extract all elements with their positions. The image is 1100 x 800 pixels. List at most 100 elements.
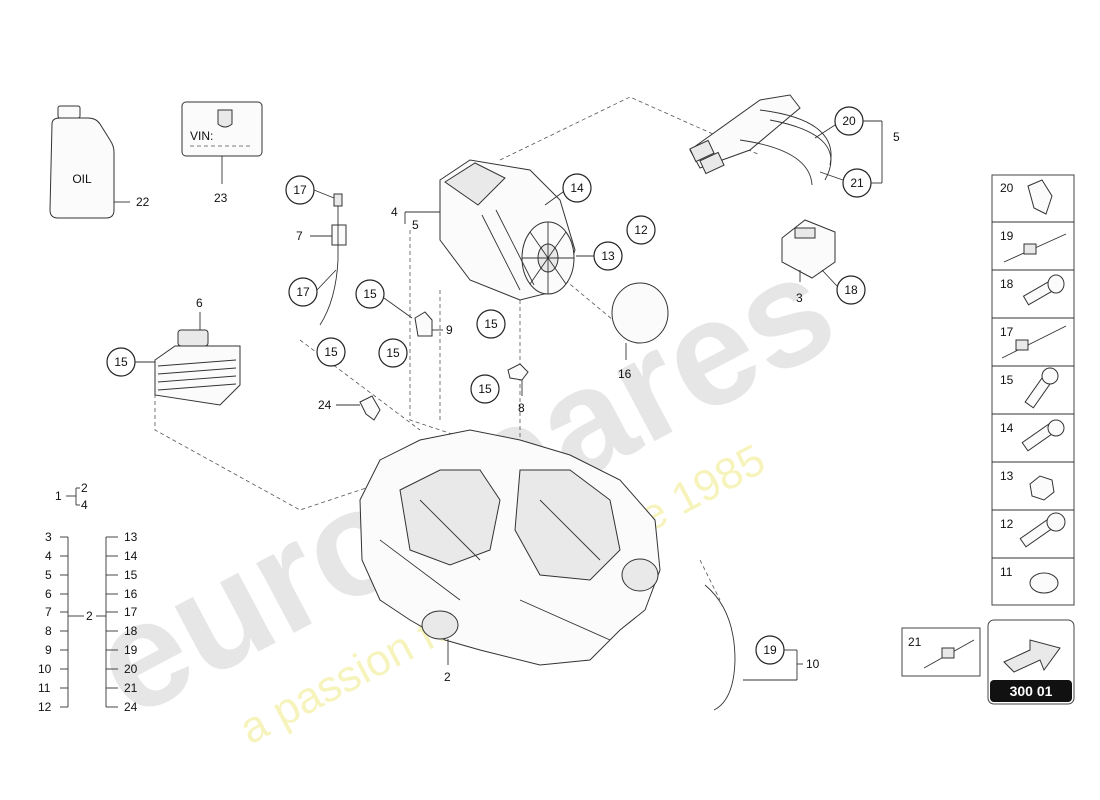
legend-left-column: 3 4 5 6 7 8 9 10 11 12 (38, 530, 52, 714)
legend-right-item: 13 (124, 530, 138, 544)
inset-part-21: 21 (901, 627, 981, 677)
oil-label: OIL (72, 172, 92, 186)
label-9: 9 (446, 323, 453, 337)
label-6: 6 (196, 296, 203, 310)
callout-18 (836, 275, 866, 305)
callout-15-d-text: 15 (324, 345, 338, 359)
panel-item-19: 19 (1000, 229, 1014, 243)
legend-top-child-4: 4 (81, 498, 88, 512)
callout-12 (626, 215, 656, 245)
legend-right-item: 19 (124, 643, 138, 657)
callout-15-c (378, 338, 408, 368)
parts-panel: 20 19 18 17 15 14 13 12 11 (991, 174, 1075, 606)
callout-13-text: 13 (601, 249, 615, 263)
label-22: 22 (136, 195, 150, 209)
panel-item-20: 20 (1000, 181, 1014, 195)
legend-left-item: 3 (45, 530, 52, 544)
legend-left-item: 7 (45, 605, 52, 619)
legend-right-item: 20 (124, 662, 138, 676)
wiring-harness: 20 21 5 (689, 94, 900, 198)
legend-right-item: 21 (124, 681, 138, 695)
legend-left-item: 8 (45, 624, 52, 638)
legend-mid-2: 2 (86, 609, 93, 623)
cable-tie-icon (1001, 325, 1067, 359)
o-ring: 16 (611, 282, 669, 381)
oil-container: OIL 22 (49, 105, 150, 219)
vin-label: VIN: (190, 129, 213, 143)
legend-root-1: 1 (55, 489, 62, 503)
callout-18-text: 18 (844, 283, 858, 297)
callout-17-a-text: 17 (293, 183, 307, 197)
bracket-8: 15 15 8 (470, 309, 529, 415)
callout-15-d (316, 337, 346, 367)
legend-left-item: 4 (45, 549, 52, 563)
bolt-icon (1021, 419, 1065, 452)
label-5-a: 5 (412, 218, 419, 232)
electric-motor: 4 5 14 13 12 (391, 159, 656, 301)
legend-right-item: 14 (124, 549, 138, 563)
legend-right-item: 24 (124, 700, 138, 714)
callout-17-b (288, 277, 318, 307)
bolt-icon (1024, 367, 1059, 409)
legend-tree: 1 2 4 3 4 5 6 7 8 9 10 11 12 2 (38, 481, 138, 714)
panel-item-12: 12 (1000, 517, 1014, 531)
legend-top-child-2: 2 (81, 481, 88, 495)
callout-15-f-text: 15 (478, 382, 492, 396)
inset-21-label: 21 (908, 635, 922, 649)
callout-15-e (476, 309, 506, 339)
reference-card: 300 01 (987, 619, 1075, 705)
legend-left-item: 6 (45, 587, 52, 601)
bolt-icon (1022, 274, 1065, 306)
label-16: 16 (618, 367, 632, 381)
oil-cooler: 6 15 (106, 296, 241, 406)
legend-right-column: 13 14 15 16 17 18 19 20 21 24 (124, 530, 138, 714)
callout-21-text: 21 (850, 176, 864, 190)
panel-item-17: 17 (1000, 325, 1014, 339)
callout-15-c-text: 15 (386, 346, 400, 360)
label-7: 7 (296, 229, 303, 243)
legend-left-item: 11 (38, 681, 51, 695)
callout-20-text: 20 (842, 114, 856, 128)
callout-15-f (470, 374, 500, 404)
clip-icon (1027, 179, 1053, 215)
label-10: 10 (806, 657, 820, 671)
label-3: 3 (796, 291, 803, 305)
legend-right-item: 18 (124, 624, 138, 638)
callout-15-b (355, 279, 385, 309)
bolt-icon (1019, 512, 1066, 548)
dipstick: 17 7 17 (285, 175, 347, 326)
callout-19-text: 19 (763, 643, 777, 657)
clamp-icon (1029, 572, 1059, 594)
bracket-9: 15 15 15 9 (316, 279, 453, 368)
panel-item-14: 14 (1000, 421, 1014, 435)
legend-left-item: 9 (45, 643, 52, 657)
panel-item-15: 15 (1000, 373, 1014, 387)
label-8: 8 (518, 401, 525, 415)
nut-icon (1029, 475, 1055, 501)
callout-14-text: 14 (570, 181, 584, 195)
legend-left-item: 12 (38, 700, 52, 714)
label-2: 2 (444, 670, 451, 684)
control-module: 3 18 (781, 219, 866, 305)
legend-right-item: 16 (124, 587, 138, 601)
breather-hose: 19 10 (704, 584, 820, 711)
legend-right-item: 17 (124, 605, 138, 619)
callout-15-b-text: 15 (363, 287, 377, 301)
panel-item-18: 18 (1000, 277, 1014, 291)
callout-14 (562, 173, 592, 203)
panel-item-13: 13 (1000, 469, 1014, 483)
callout-15-a-text: 15 (114, 355, 128, 369)
legend-right-item: 15 (124, 568, 138, 582)
gearbox: 2 (359, 429, 661, 684)
legend-left-item: 10 (38, 662, 52, 676)
label-5-b: 5 (893, 130, 900, 144)
reference-number: 300 01 (1010, 683, 1053, 699)
arrow-icon (1003, 639, 1061, 673)
callout-17-b-text: 17 (296, 285, 310, 299)
label-24: 24 (318, 398, 332, 412)
callout-12-text: 12 (634, 223, 648, 237)
callout-15-e-text: 15 (484, 317, 498, 331)
label-4: 4 (391, 205, 398, 219)
vin-plate: VIN: 23 (181, 101, 263, 205)
